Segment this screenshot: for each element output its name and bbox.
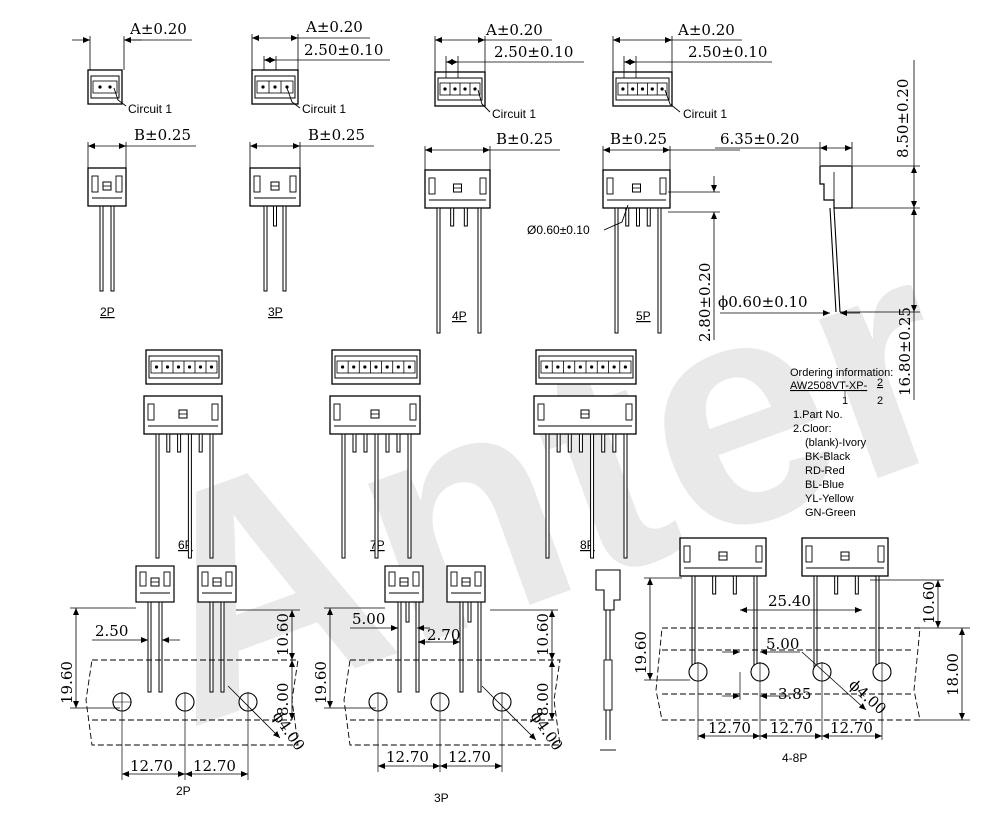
ordering-color-yellow: YL-Yellow [805, 493, 854, 505]
front-view-7p [329, 395, 421, 559]
front-view-4p-body [424, 169, 491, 334]
tape-48p-pin-offset: 5.00 [766, 635, 799, 653]
top-view-6p [145, 349, 223, 385]
tape-3p-pin-span: 5.00 [352, 610, 385, 628]
front-view-6p [143, 395, 223, 559]
front-view-5p-body [602, 169, 671, 334]
b-dimension-2p: B±0.25 [134, 126, 191, 144]
tape-48p-pitch-2: 12.70 [770, 719, 813, 737]
b-dimension-5p: B±0.25 [610, 130, 667, 148]
front-view-3p: B±0.25 3P [249, 126, 374, 319]
size-label-3p: 3P [268, 305, 283, 319]
tape-48p-pitch-1: 12.70 [708, 719, 751, 737]
pitch-dimension-4p: 2.50±0.10 [494, 43, 573, 61]
tape-3p-label: 3P [434, 791, 449, 805]
tape-48p-width: 18.00 [944, 653, 962, 696]
top-view-4p-dims: A±0.20 2.50±0.10 Circuit 1 [434, 21, 584, 121]
top-view-3p: A±0.20 2.50±0.10 Circuit 1 [251, 18, 390, 116]
tape-48p-spacing: 25.40 [768, 592, 811, 610]
tape-3p-pitch-1: 12.70 [386, 748, 429, 766]
ordering-item-part-no: 1.Part No. [793, 409, 843, 421]
tape-3p-height: 19.60 [312, 661, 330, 704]
front-view-2p: B±0.25 2P [87, 126, 196, 319]
tape-48p-hole-offset: 3.85 [778, 685, 811, 703]
tape-48p-label: 4-8P [782, 751, 807, 765]
tape-48p-pitch-3: 12.70 [830, 719, 873, 737]
size-label-2p: 2P [100, 305, 115, 319]
ordering-color-red: RD-Red [805, 465, 845, 477]
a-dimension-4p: A±0.20 [485, 21, 543, 39]
circuit-1-label-5p: Circuit 1 [683, 107, 727, 121]
circuit-1-label-4p: Circuit 1 [492, 107, 536, 121]
top-view-7p [331, 349, 421, 385]
tape-48p-header-right [801, 537, 889, 677]
height-bottom-dim: 16.80±0.25 [896, 307, 914, 396]
connector-6p: 6P [143, 349, 223, 559]
tape-3p-gap: 2.70 [427, 626, 460, 644]
side-pin-diameter-dim: ϕ0.60±0.10 [718, 293, 808, 311]
b-dimension-3p: B±0.25 [308, 126, 365, 144]
ordering-item-color: 2.Cloor: [793, 423, 832, 435]
ordering-color-blue: BL-Blue [805, 479, 844, 491]
side-width-dim: 6.35±0.20 [720, 130, 799, 148]
tape-2p-height: 19.60 [58, 661, 76, 704]
tape-3p: 12.70 12.70 19.60 5.00 2.70 10.60 8.00 ϕ… [312, 565, 567, 805]
front-view-4p: B±0.25 4P [424, 130, 560, 334]
tape-2p-header-height: 10.60 [274, 613, 292, 656]
ordering-suffix-1: 1 [842, 395, 848, 407]
tape-2p-pin-pitch: 2.50 [95, 622, 128, 640]
a-dimension-2p: A±0.20 [129, 20, 187, 38]
top-view-2p: A±0.20 Circuit 1 [72, 20, 192, 116]
tape-48p-header-left [679, 537, 767, 677]
circuit-1-label-2p: Circuit 1 [128, 102, 172, 116]
connector-8p: 8P [533, 349, 637, 559]
top-view-5p-dims: A±0.20 2.50±0.10 Circuit 1 [612, 21, 772, 121]
tape-side-view [595, 569, 621, 751]
tape-2p-label: 2P [176, 784, 191, 798]
size-label-4p: 4P [452, 309, 467, 323]
height-top-dim: 8.50±0.20 [894, 79, 912, 158]
ordering-color-black: BK-Black [805, 451, 851, 463]
front-view-8p [533, 395, 637, 559]
ordering-code: AW2508VT-XP- [790, 380, 868, 392]
pin-diameter-callout: Ø0.60±0.10 [527, 223, 590, 237]
ordering-heading: Ordering information: [790, 367, 893, 379]
tape-48p-height: 19.60 [632, 631, 650, 674]
connector-7p: 7P [329, 349, 421, 559]
circuit-1-label-3p: Circuit 1 [302, 102, 346, 116]
front-view-5p: B±0.25 5P Ø0.60±0.10 2.80±0.20 [527, 130, 740, 342]
pin-length-dim: 2.80±0.20 [696, 263, 714, 342]
pitch-dimension-3p: 2.50±0.10 [304, 41, 383, 59]
top-view-5p-body [612, 71, 673, 107]
top-view-4p-body [434, 71, 486, 107]
tape-3p-hole-dia: ϕ4.00 [527, 708, 567, 754]
side-view: 6.35±0.20 8.50±0.20 16.80±0.25 ϕ0.60±0.1… [715, 60, 920, 400]
tape-3p-header-height: 10.60 [534, 613, 552, 656]
tape-3p-hole-offset: 8.00 [534, 683, 552, 716]
tape-2p-pitch-1: 12.70 [130, 757, 173, 775]
ordering-suffix-2: 2 [877, 395, 883, 407]
ordering-color-green: GN-Green [805, 507, 856, 519]
tape-2p-hole-offset: 8.00 [274, 683, 292, 716]
tape-2p-pitch-2: 12.70 [193, 757, 236, 775]
ordering-color-ivory: (blank)-Ivory [805, 437, 867, 449]
a-dimension-3p: A±0.20 [305, 18, 363, 36]
pitch-dimension-5p: 2.50±0.10 [688, 43, 767, 61]
ordering-info: Ordering information: AW2508VT-XP- 2 1 2… [790, 367, 893, 519]
a-dimension-5p: A±0.20 [677, 21, 735, 39]
tape-48p-header-height: 10.60 [920, 581, 938, 624]
b-dimension-4p: B±0.25 [496, 130, 553, 148]
ordering-code-suffix-2: 2 [877, 377, 883, 389]
tape-4-8p: 12.70 12.70 12.70 19.60 25.40 5.00 3.85 … [632, 537, 970, 765]
tape-3p-pitch-2: 12.70 [448, 748, 491, 766]
top-view-5p [612, 71, 673, 107]
top-view-8p [535, 349, 637, 385]
size-label-5p: 5P [636, 309, 651, 323]
top-view-4p [434, 71, 486, 107]
